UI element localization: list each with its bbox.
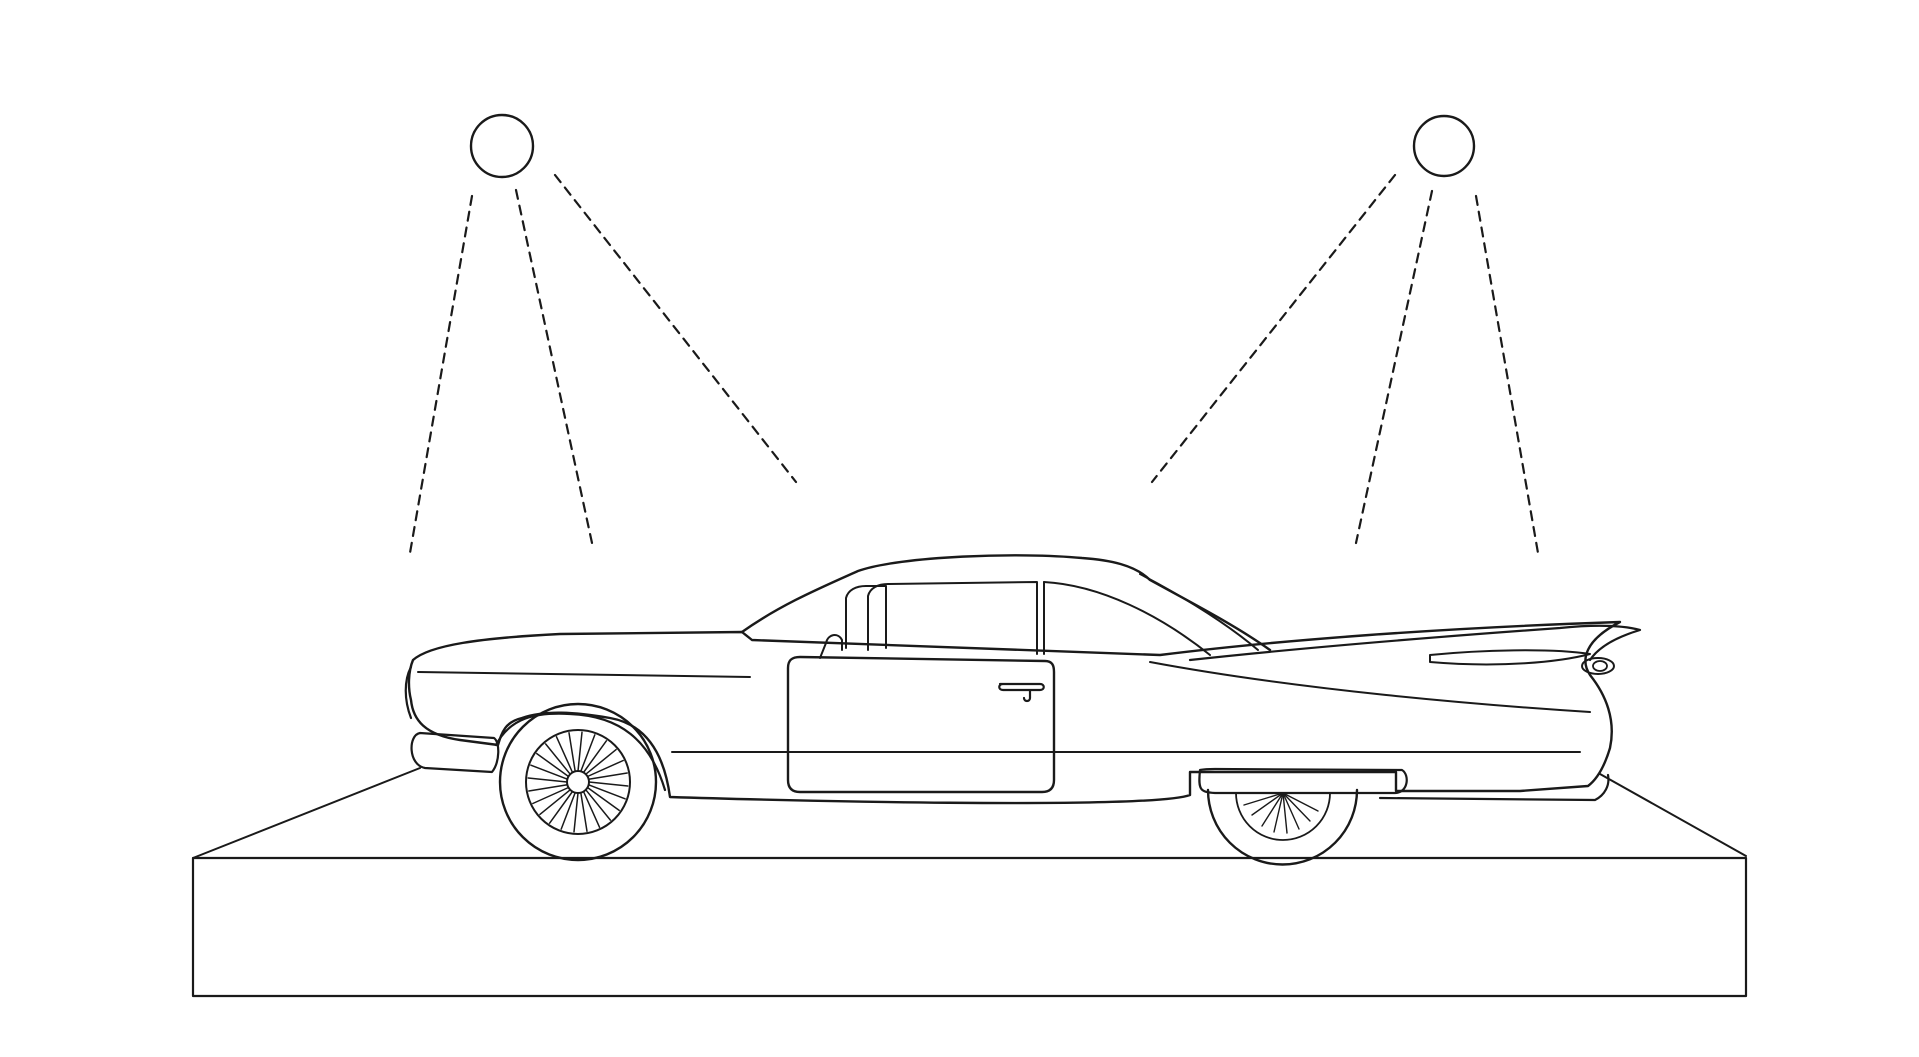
front-wheel-spoke	[573, 792, 579, 833]
right-lamp-beam-outer	[1474, 194, 1540, 555]
front-wheel-spoke	[527, 777, 568, 783]
front-wheel-spoke	[528, 784, 569, 792]
front-wheel-rim	[525, 729, 631, 835]
front-vent-window	[845, 585, 887, 649]
platform-top-right-edge	[1599, 773, 1747, 857]
front-wheel-spoke	[580, 734, 596, 773]
left-lamp-beam-center	[514, 188, 594, 545]
front-wheel-spoke	[568, 732, 576, 773]
car-body-outline	[407, 620, 1622, 805]
platform-front-face	[191, 856, 1748, 998]
rear-bumper	[1378, 773, 1610, 802]
front-wheel-spoke	[585, 789, 612, 821]
rear-wheel-tire	[1206, 788, 1359, 866]
right-lamp-circle	[1412, 114, 1476, 178]
rear-wheel-rim	[1235, 792, 1331, 841]
front-wheel-spoke	[560, 791, 576, 830]
quarter-window-line	[1043, 581, 1211, 656]
front-wheel-spoke	[582, 740, 608, 774]
tail-light-upper	[1581, 657, 1615, 675]
headlight-line	[417, 671, 751, 678]
front-wheel	[498, 702, 658, 862]
side-window	[867, 581, 1038, 655]
front-wheel-spoke	[587, 784, 626, 800]
left-lamp-circle	[469, 113, 535, 179]
car-door	[786, 655, 1056, 794]
front-wheel-spoke	[585, 748, 617, 775]
front-grille	[404, 665, 413, 720]
front-wheel-spoke	[544, 743, 571, 775]
left-lamp-beam-inner	[553, 173, 798, 484]
tail-light-inner	[1592, 660, 1608, 672]
tail-fin	[1188, 624, 1642, 662]
front-wheel-spoke	[577, 731, 583, 772]
front-wheel-spoke	[580, 791, 588, 832]
lower-tail-sweep	[1149, 661, 1591, 713]
front-wheel-spokes	[527, 731, 629, 833]
front-wheel-spoke	[582, 790, 601, 828]
front-wheel-spoke	[548, 790, 574, 824]
rear-window-line	[1139, 573, 1259, 651]
front-wheel-spoke	[539, 789, 571, 816]
rear-wheel-skirt	[1198, 767, 1408, 795]
display-platform	[191, 767, 1748, 998]
tail-fin-inner-line	[1429, 649, 1591, 666]
rear-wheel-spokes	[1243, 792, 1319, 834]
right-spotlight	[1150, 114, 1540, 555]
door-handle	[998, 682, 1045, 703]
front-wheel-spoke	[530, 764, 569, 780]
right-lamp-beam-inner	[1150, 173, 1397, 484]
left-lamp-beam-outer	[408, 194, 474, 555]
front-wheel-spoke	[587, 772, 628, 780]
left-spotlight	[408, 113, 798, 555]
classic-car	[404, 554, 1642, 866]
front-wheel-tire	[498, 702, 658, 862]
right-lamp-beam-center	[1354, 189, 1434, 545]
platform-top-left-edge	[192, 767, 421, 859]
front-wheel-spoke	[586, 786, 620, 812]
front-wheel-spoke	[588, 781, 629, 787]
front-wheel-spoke	[536, 752, 570, 778]
side-mirror	[819, 634, 843, 659]
front-wheel-arch	[494, 712, 667, 792]
rear-wheel	[1206, 788, 1359, 866]
front-wheel-spoke	[586, 759, 624, 778]
front-wheel-spoke	[532, 786, 570, 805]
front-wheel-spoke	[555, 736, 574, 774]
